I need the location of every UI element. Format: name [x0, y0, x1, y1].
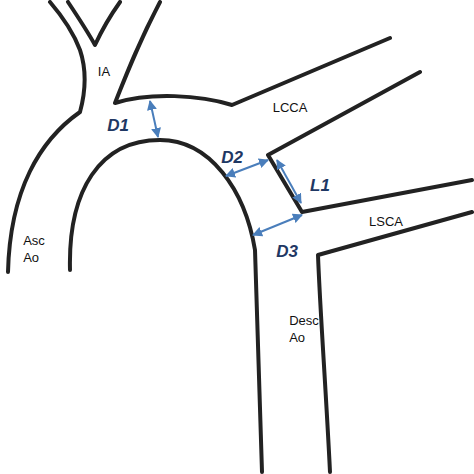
lsca-lower-wall — [318, 212, 472, 472]
dimension-label: D3 — [276, 241, 298, 263]
vessel-label: LSCA — [369, 214, 403, 231]
ia-right-wall — [115, 2, 390, 105]
dimension-label: L1 — [310, 175, 330, 197]
dimension-label: D2 — [221, 147, 243, 169]
l1-arrow — [277, 160, 301, 203]
vessel-label: IA — [98, 64, 110, 81]
inner-arch-wall — [70, 140, 262, 472]
d1-arrow — [150, 101, 158, 137]
vessel-label: Desc Ao — [289, 313, 319, 347]
ia-branch-fork — [68, 2, 120, 45]
vessel-label: LCCA — [273, 100, 308, 117]
lcca-lower-wall — [268, 72, 472, 212]
vessel-label: Asc Ao — [23, 233, 45, 267]
dimension-label: D1 — [107, 115, 129, 137]
d3-arrow — [253, 215, 302, 235]
